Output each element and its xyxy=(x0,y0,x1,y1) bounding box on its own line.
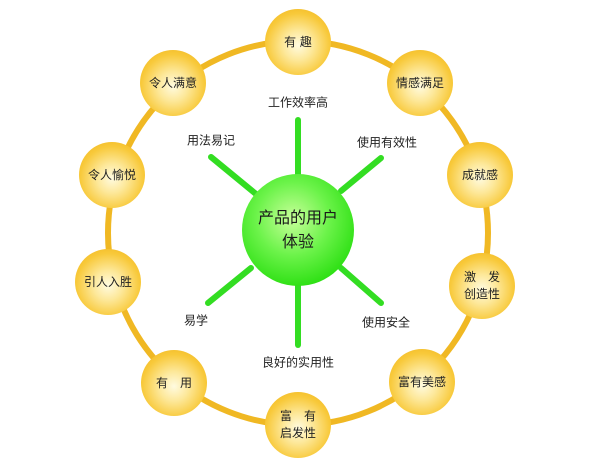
spoke-label: 良好的实用性 xyxy=(261,355,335,370)
outer-node: 令人满意 xyxy=(140,50,206,116)
outer-node: 成就感 xyxy=(447,142,513,208)
spoke-label: 使用安全 xyxy=(361,315,411,330)
spoke-label: 使用有效性 xyxy=(356,135,418,150)
outer-node-label: 富有美感 xyxy=(397,374,446,389)
spoke-line xyxy=(338,155,384,194)
outer-node: 有 用 xyxy=(141,350,207,416)
outer-node: 激 发 创造性 xyxy=(449,253,515,319)
outer-node: 富 有 启发性 xyxy=(265,392,331,458)
outer-node: 富有美感 xyxy=(389,349,455,415)
spoke-label: 工作效率高 xyxy=(267,95,329,110)
center-node-product-user-experience: 产品的用户 体验 xyxy=(242,174,354,286)
spoke-line xyxy=(338,265,384,306)
spoke-line xyxy=(208,154,259,197)
outer-node-label: 引人入胜 xyxy=(83,274,132,289)
outer-node: 引人入胜 xyxy=(75,249,141,315)
outer-node-label: 成就感 xyxy=(461,167,498,182)
outer-node: 情感满足 xyxy=(387,50,453,116)
outer-node-label: 令人愉悦 xyxy=(87,167,136,182)
outer-node-label: 有 用 xyxy=(155,375,192,390)
outer-node-label: 令人满意 xyxy=(148,75,197,90)
outer-node-label: 情感满足 xyxy=(395,75,444,90)
spoke-line xyxy=(205,265,254,306)
spokes xyxy=(205,117,384,348)
spoke-label: 用法易记 xyxy=(186,133,236,148)
spoke-label: 易学 xyxy=(183,313,209,328)
outer-node-label: 有 趣 xyxy=(284,34,312,49)
outer-node-label: 富 有 启发性 xyxy=(279,409,316,440)
outer-node: 令人愉悦 xyxy=(79,142,145,208)
outer-node: 有 趣 xyxy=(265,9,331,75)
outer-node-label: 激 发 创造性 xyxy=(463,270,500,301)
center-node-label: 产品的用户 体验 xyxy=(257,208,338,251)
